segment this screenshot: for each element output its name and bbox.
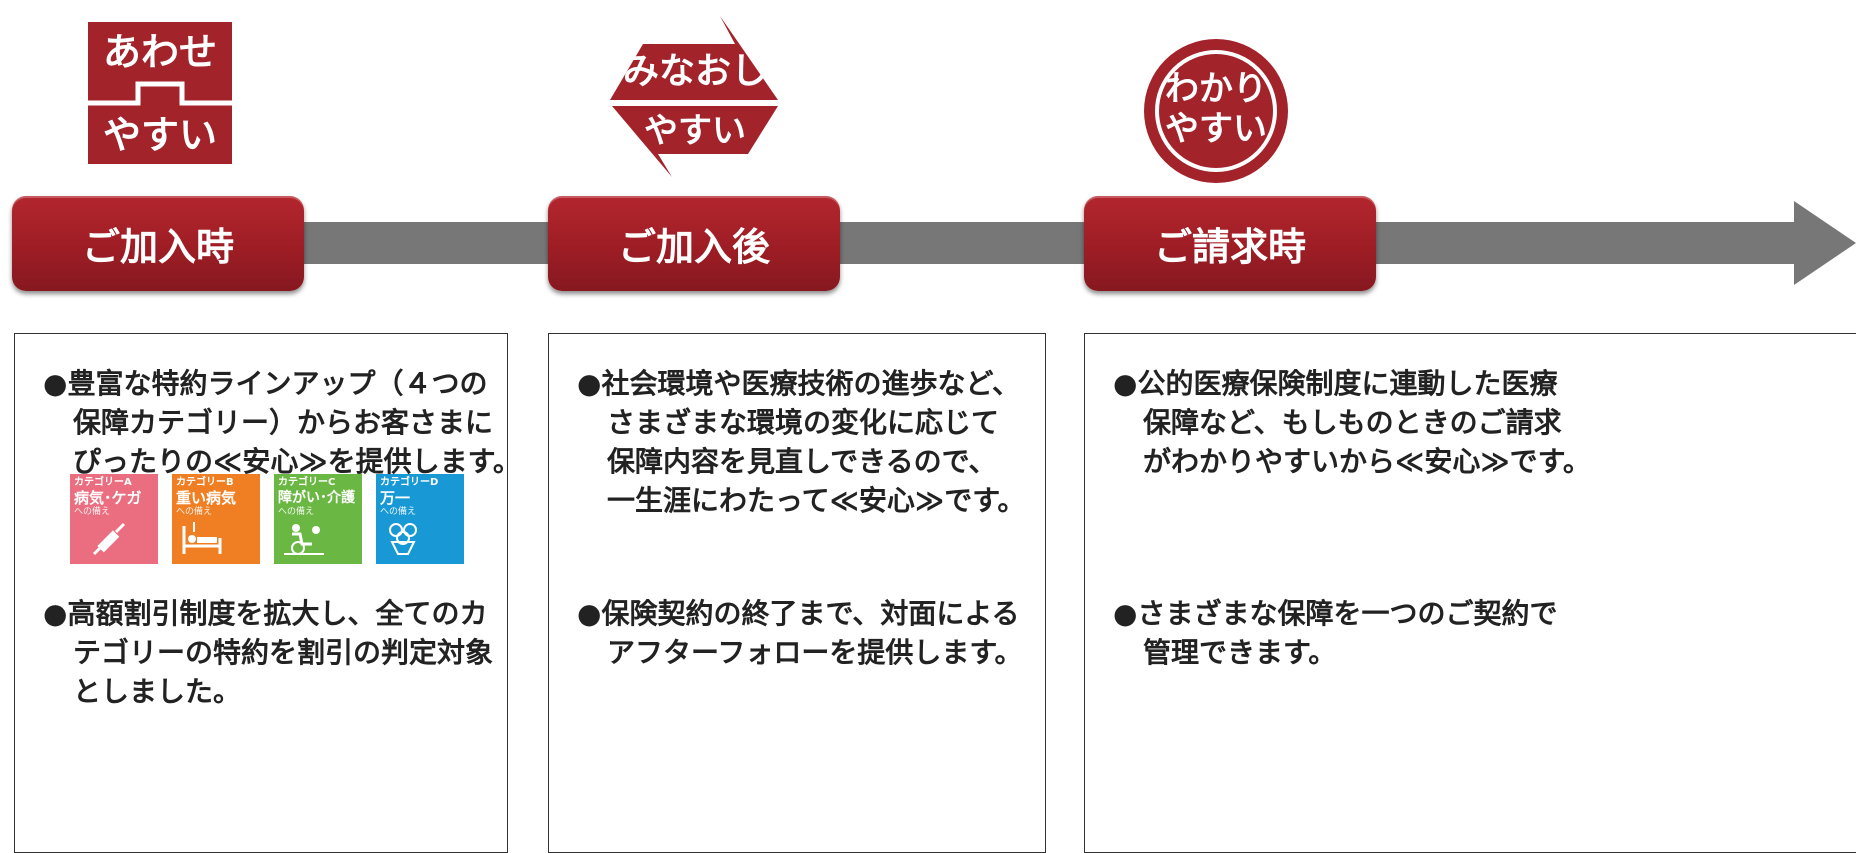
category-tile-d: カテゴリーD 万一 への備え: [376, 474, 464, 564]
awase-badge-top: あわせ: [102, 30, 217, 74]
category-sub: への備え: [380, 507, 417, 517]
stage-after-enrollment: ご加入後: [548, 196, 840, 291]
stage-at-enrollment: ご加入時: [12, 196, 304, 291]
category-tile-a: カテゴリーA 病気･ケガ への備え: [70, 474, 158, 564]
flowers-icon: [389, 523, 417, 555]
minaoshi-badge-shape: [610, 16, 778, 177]
panel-bullet: 高額割引制度を拡大し、全てのカ テゴリーの特約を割引の判定対象 としました。: [43, 594, 543, 711]
panel-bullet: 豊富な特約ラインアップ（４つの 保障カテゴリー）からお客さまに ぴったりの≪安心…: [43, 364, 543, 481]
hospital-bed-icon: [182, 522, 222, 554]
category-label: カテゴリーD: [380, 477, 439, 488]
category-sub: への備え: [278, 507, 315, 517]
panel-bullet: 社会環境や医療技術の進歩など、 さまざまな環境の変化に応じて 保障内容を見直しで…: [577, 364, 1067, 520]
wheelchair-care-icon: [284, 524, 324, 555]
category-tile-c: カテゴリーC 障がい･介護 への備え: [274, 474, 362, 564]
minaoshi-badge-top: みなおし: [622, 51, 767, 92]
category-sub: への備え: [74, 507, 111, 517]
panel-after-enrollment: 社会環境や医療技術の進歩など、 さまざまな環境の変化に応じて 保障内容を見直しで…: [548, 333, 1046, 853]
category-sub: への備え: [176, 507, 213, 517]
wakari-badge-top: わかり: [1165, 69, 1267, 109]
wakari-badge-shape: [1144, 39, 1288, 183]
minaoshi-yasui-badge: みなおし やすい: [610, 14, 780, 179]
awase-badge-shape: [88, 22, 232, 164]
category-label: カテゴリーC: [278, 477, 336, 488]
panel-at-enrollment: 豊富な特約ラインアップ（４つの 保障カテゴリー）からお客さまに ぴったりの≪安心…: [14, 333, 521, 853]
wakari-badge-bottom: やすい: [1165, 109, 1267, 149]
minaoshi-badge-bottom: やすい: [644, 111, 746, 151]
category-name: 障がい･介護: [278, 490, 355, 506]
wakari-yasui-badge: わかり やすい: [1143, 38, 1289, 184]
panel-at-claim: 公的医療保険制度に連動した医療 保障など、もしものときのご請求 がわかりやすいか…: [1084, 333, 1856, 853]
category-name: 万一: [380, 489, 411, 507]
awase-badge-bottom: やすい: [102, 113, 217, 157]
panel-bullet: さまざまな保障を一つのご契約で 管理できます。: [1113, 594, 1843, 672]
panel-bullet: 保険契約の終了まで、対面による アフターフォローを提供します。: [577, 594, 1067, 672]
awase-yasui-badge: あわせ やすい: [88, 22, 232, 164]
category-tile-b: カテゴリーB 重い病気 への備え: [172, 474, 260, 564]
timeline-arrowhead: [1794, 201, 1856, 285]
timeline-track: [300, 222, 1796, 264]
stage-label: ご加入後: [617, 225, 770, 269]
panel-bullet: 公的医療保険制度に連動した医療 保障など、もしものときのご請求 がわかりやすいか…: [1113, 364, 1843, 481]
category-name: 病気･ケガ: [74, 489, 142, 507]
syringe-icon: [92, 522, 126, 556]
category-label: カテゴリーA: [74, 477, 132, 488]
category-name: 重い病気: [176, 489, 237, 507]
stage-at-claim: ご請求時: [1084, 196, 1376, 291]
category-label: カテゴリーB: [176, 477, 234, 488]
stage-label: ご加入時: [81, 225, 234, 269]
stage-label: ご請求時: [1153, 225, 1306, 269]
